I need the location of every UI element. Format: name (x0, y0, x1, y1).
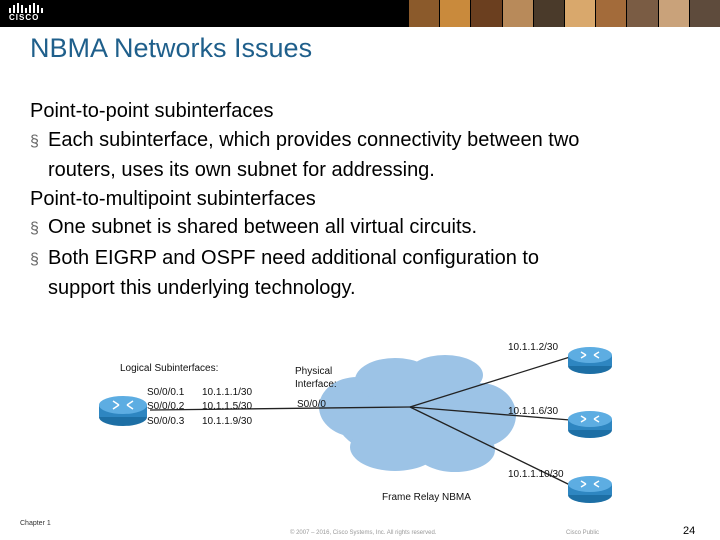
bullet-continuation: support this underlying technology. (48, 277, 356, 299)
banner-photo-strip (408, 0, 720, 27)
remote-router-2-icon (568, 411, 612, 438)
bullet-item: § One subnet is shared between all virtua… (30, 213, 700, 244)
subinterface-name: S0/0/0.1 (147, 387, 185, 398)
interface-label: Interface: (295, 379, 337, 390)
subinterface-name: S0/0/0.2 (147, 401, 185, 412)
banner-photo (688, 0, 720, 27)
slide-body: Point-to-point subinterfaces § Each subin… (30, 97, 700, 303)
footer-classification: Cisco Public (566, 530, 600, 536)
frame-relay-diagram: Logical Subinterfaces: S0/0/0.1 10.1.1.1… (99, 342, 612, 503)
remote-address-3: 10.1.1.10/30 (508, 469, 564, 480)
remote-address-2: 10.1.1.6/30 (508, 406, 558, 417)
heading-point-to-point: Point-to-point subinterfaces (30, 100, 274, 122)
slide-title: NBMA Networks Issues (30, 33, 313, 63)
banner-photo (501, 0, 533, 27)
bullet-continuation: routers, uses its own subnet for address… (48, 159, 435, 181)
footer-copyright: © 2007 – 2016, Cisco Systems, Inc. All r… (290, 530, 437, 536)
main-router-icon (99, 396, 147, 426)
bullet-text: Both EIGRP and OSPF need additional conf… (48, 246, 540, 269)
footer-chapter: Chapter 1 (20, 520, 51, 527)
top-banner: CISCO (0, 0, 720, 27)
banner-photo (408, 0, 440, 27)
virtual-circuit-lines (149, 356, 571, 486)
logical-subinterfaces-label: Logical Subinterfaces: (120, 363, 218, 374)
page-number: 24 (683, 525, 696, 537)
cisco-logo: CISCO (8, 3, 44, 23)
bullet-item: § Both EIGRP and OSPF need additional con… (30, 244, 700, 275)
remote-router-3-icon (568, 476, 612, 503)
bullet-icon: § (30, 132, 39, 150)
bullet-text: One subnet is shared between all virtual… (48, 216, 478, 238)
subinterface-address: 10.1.1.9/30 (202, 416, 252, 427)
physical-port-label: S0/0/0 (297, 399, 326, 410)
banner-photo (439, 0, 471, 27)
frame-relay-cloud-icon (319, 355, 516, 472)
remote-address-1: 10.1.1.2/30 (508, 342, 558, 353)
bullet-icon: § (30, 220, 39, 237)
subinterface-address: 10.1.1.5/30 (202, 401, 252, 412)
banner-photo (564, 0, 596, 27)
banner-photo (532, 0, 565, 27)
banner-photo (595, 0, 627, 27)
subinterface-address: 10.1.1.1/30 (202, 387, 252, 398)
banner-photo (657, 0, 689, 27)
frame-relay-label: Frame Relay NBMA (382, 492, 471, 503)
physical-label: Physical (295, 366, 332, 377)
banner-photo (470, 0, 502, 27)
heading-point-to-multipoint: Point-to-multipoint subinterfaces (30, 187, 316, 210)
cisco-bars-icon (9, 3, 43, 13)
bullet-icon: § (30, 250, 39, 268)
bullet-item: § Each subinterface, which provides conne… (30, 126, 700, 157)
remote-router-1-icon (568, 347, 612, 374)
bullet-text: Each subinterface, which provides connec… (48, 128, 580, 151)
subinterface-name: S0/0/0.3 (147, 416, 185, 427)
banner-photo (626, 0, 658, 27)
logo-text: CISCO (9, 13, 40, 22)
